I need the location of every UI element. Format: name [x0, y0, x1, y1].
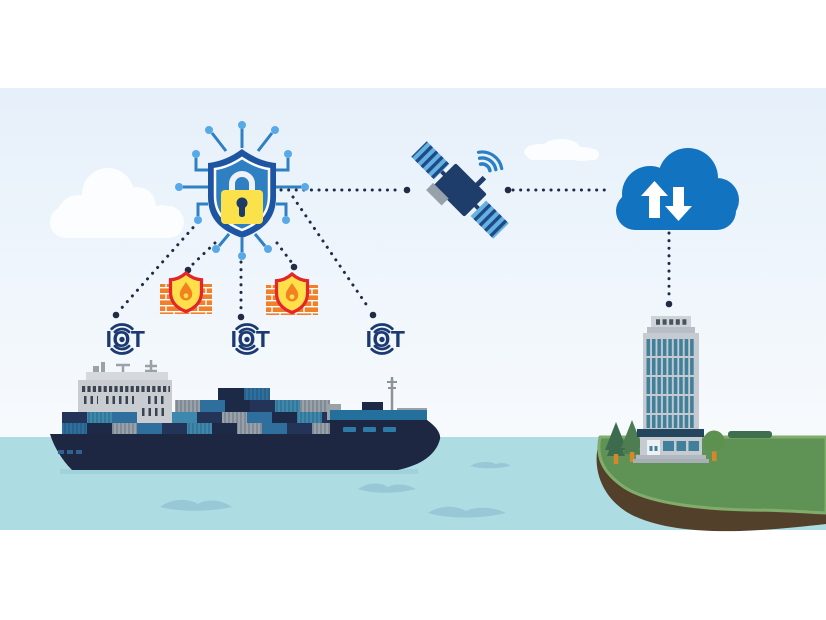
waves [160, 461, 510, 518]
ship-shadow [60, 469, 418, 474]
iot-label-text: IOT [231, 326, 271, 352]
arrow-up-icon [641, 181, 668, 218]
building-awning [637, 429, 704, 437]
building-base-windows [663, 441, 699, 451]
building-window-rows [646, 339, 696, 428]
dotted-connections [117, 188, 671, 314]
round-tree-icon [703, 430, 725, 461]
signal-waves-icon [476, 150, 504, 173]
satellite-body [433, 163, 487, 217]
connector-shield-firewall1 [189, 241, 217, 268]
cloud-transfer-icon [616, 148, 739, 230]
cargo-ship [50, 360, 441, 474]
arrow-down-icon [665, 187, 692, 221]
connector-shield-iot1 [117, 220, 200, 313]
office-building [633, 316, 709, 463]
iot-label-text: IOT [106, 326, 146, 352]
satellite-icon [411, 141, 509, 239]
circuit-traces [183, 128, 301, 252]
bow-deck [327, 377, 427, 420]
solar-panel [411, 141, 450, 180]
building-door [647, 440, 660, 455]
iot-label-text: IOT [366, 326, 406, 352]
shield-lock-icon [175, 121, 309, 260]
building-step [633, 459, 709, 463]
ship-hull [50, 420, 441, 470]
hedge [728, 431, 772, 438]
white-cloud-small [524, 139, 599, 161]
building-roof-tier [647, 327, 695, 334]
iot-device-label-2: IOT [231, 323, 271, 355]
padlock-icon [221, 171, 263, 224]
satellite-thruster [426, 182, 449, 206]
building-step [636, 455, 706, 459]
iot-device-label-1: IOT [106, 323, 146, 355]
connector-shield-iot3 [291, 195, 372, 312]
white-cloud-left [50, 168, 184, 238]
hull-windows [58, 427, 396, 454]
iot-device-label-3: IOT [366, 323, 406, 355]
solar-panel [470, 200, 509, 239]
circuit-nodes [175, 121, 309, 260]
cargo-containers [62, 388, 330, 434]
